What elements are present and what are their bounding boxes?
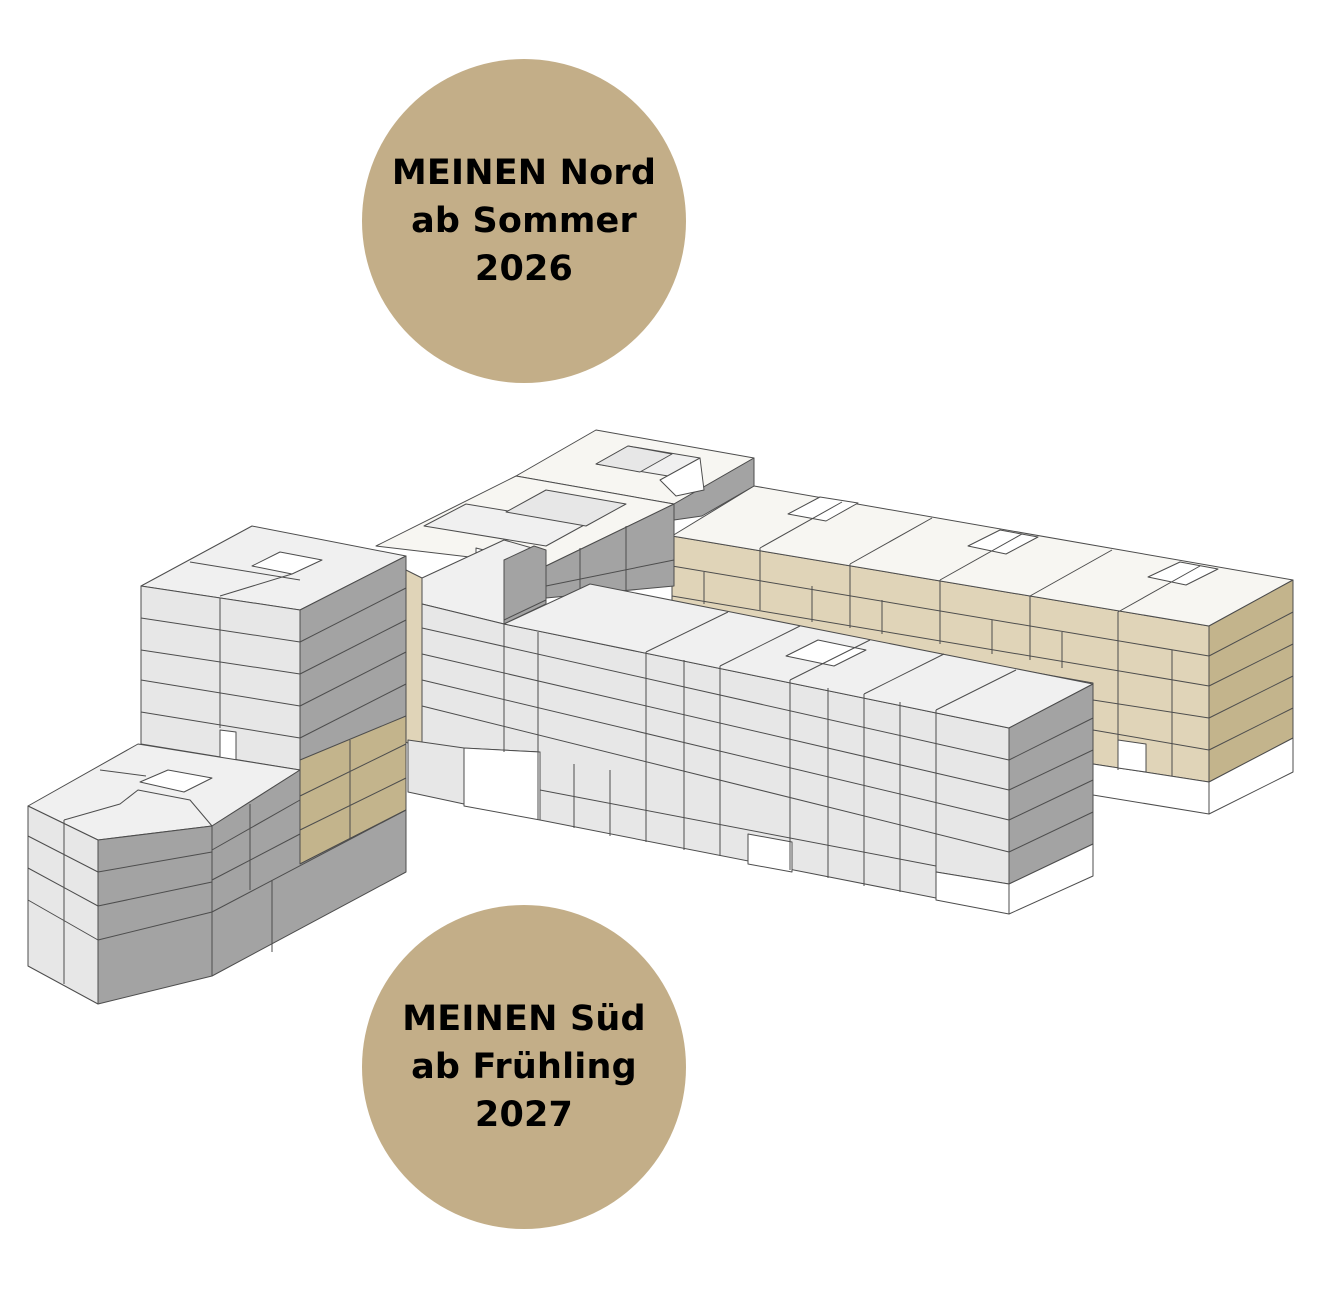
badge-meinen-nord: MEINEN Nord ab Sommer 2026 <box>362 59 686 383</box>
connector-building <box>375 429 755 753</box>
curved-wing-front <box>27 805 99 1005</box>
curved-wing <box>27 743 407 1005</box>
badge-sued-line3: 2027 <box>474 1095 574 1135</box>
badge-sued-line2: ab Frühling <box>411 1047 637 1087</box>
badge-meinen-sued: MEINEN Süd ab Frühling 2027 <box>362 905 686 1229</box>
badge-nord-line1: MEINEN Nord <box>391 153 657 193</box>
badge-sued-line1: MEINEN Süd <box>402 999 646 1039</box>
west-tower <box>140 525 407 865</box>
south-building <box>407 539 1094 915</box>
badge-nord-line2: ab Sommer <box>411 201 637 241</box>
badge-nord-line3: 2026 <box>474 249 574 289</box>
north-building <box>671 485 1294 815</box>
